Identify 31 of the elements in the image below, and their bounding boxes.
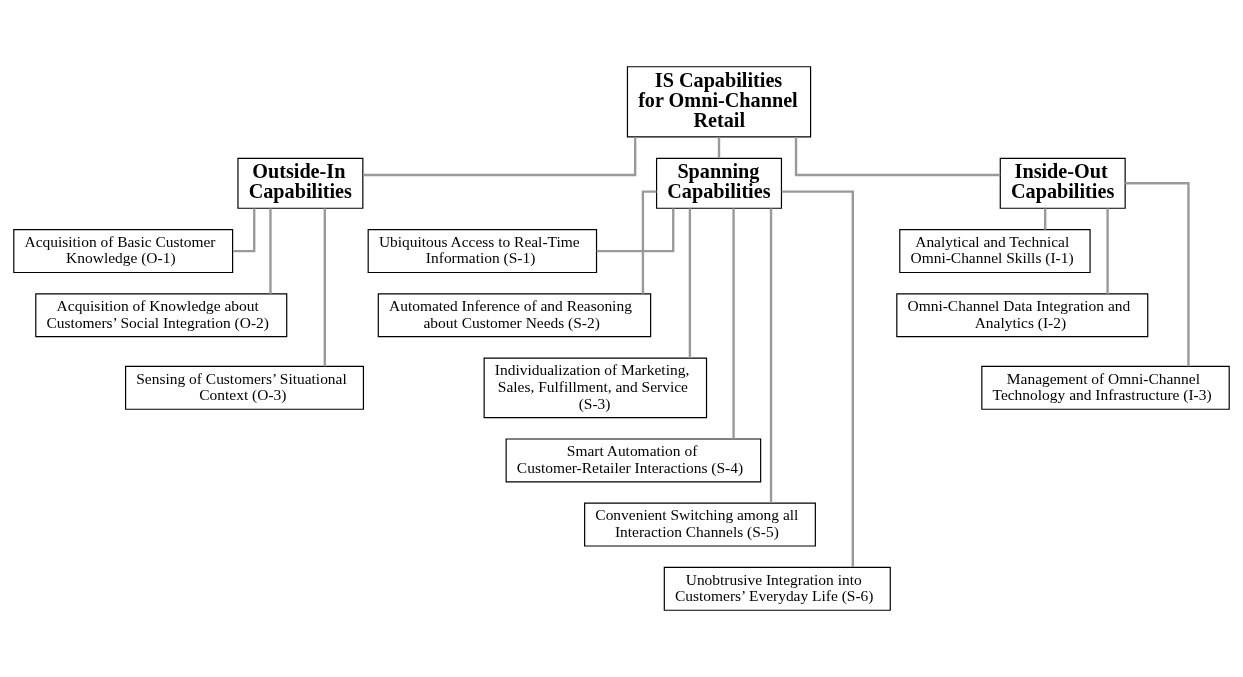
- connector: [769, 208, 773, 504]
- node-box: Inside-Out Capabilities: [999, 157, 1126, 209]
- node-box: Outside-In Capabilities: [237, 157, 364, 209]
- node-box: Unobtrusive Integration into Customers’ Everyday Life (S-6): [663, 566, 891, 611]
- connector: [233, 208, 256, 253]
- node-box: Spanning Capabilities: [656, 157, 783, 209]
- connector: [1106, 208, 1109, 294]
- node-box: Convenient Switching among all Interaction Channels (S-5): [584, 502, 816, 547]
- connector: [781, 190, 854, 567]
- connector: [688, 208, 692, 358]
- connector: [717, 137, 721, 159]
- node-box: Sensing of Customers’ Situational Context (O-3): [125, 365, 365, 410]
- connector: [641, 190, 657, 294]
- connector: [1125, 182, 1190, 367]
- node-box: Automated Inference of and Reasoning about Customer Needs (S-2): [377, 293, 652, 338]
- node-box: IS Capabilities for Omni-Channel Retail: [626, 66, 812, 138]
- node-box: Omni-Channel Data Integration and Analytics (I-2): [896, 293, 1149, 338]
- node-box: Individualization of Marketing, Sales, Fulfillment, and Service (S-3): [483, 357, 708, 419]
- node-box: Smart Automation of Customer-Retailer Interactions (S-4): [505, 438, 762, 483]
- node-box: Analytical and Technical Omni-Channel Skills (I-1): [899, 229, 1091, 274]
- connector: [323, 208, 326, 367]
- connector: [363, 137, 637, 177]
- node-box: Acquisition of Basic Customer Knowledge (O-1): [13, 229, 234, 274]
- node-box: Acquisition of Knowledge about Customers’ Social Integration (O-2): [35, 293, 288, 338]
- connector: [1044, 208, 1047, 230]
- connector: [732, 208, 735, 439]
- connector: [269, 208, 272, 294]
- connector: [596, 208, 675, 253]
- connector: [794, 137, 1001, 177]
- node-box: Management of Omni-Channel Technology and Infrastructure (I-3): [981, 365, 1230, 410]
- node-box: Ubiquitous Access to Real-Time Information (S-1): [367, 229, 598, 274]
